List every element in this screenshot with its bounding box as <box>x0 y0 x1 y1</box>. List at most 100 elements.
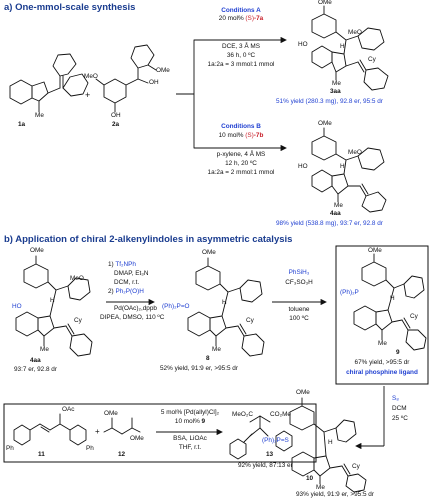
cat-a-stereo: (S) <box>245 15 254 22</box>
plus-sign-b: + <box>95 427 100 436</box>
3aa-cy: Cy <box>368 56 376 63</box>
step2-l4: 100 ºC <box>289 315 309 322</box>
8-phosphine-oxide: (Ph)₂P=O <box>162 303 190 310</box>
conditions-b-line2: p-xylene, 4 Å MS <box>216 151 266 158</box>
structure-11 <box>13 413 87 446</box>
10-cy: Cy <box>352 463 360 470</box>
allylic-box <box>3 403 317 463</box>
9-phosphine: (Ph)₂P <box>340 289 359 296</box>
3aa-meo: MeO <box>348 29 362 36</box>
step1-num2: 2) <box>108 288 116 295</box>
structure-2a <box>95 44 157 113</box>
structure-12 <box>103 417 141 435</box>
step3-l3: 25 ºC <box>392 415 408 422</box>
9-label: 9 <box>396 349 400 356</box>
step3-l1: S₈ <box>392 395 399 402</box>
structure-1a <box>9 53 89 113</box>
ligand-box <box>335 245 429 385</box>
step3-l2: DCM <box>392 405 407 412</box>
start-meo: MeO <box>70 275 84 282</box>
10-h: H <box>328 439 333 446</box>
section-b-title: b) Application of chiral 2-alkenylindole… <box>4 234 293 245</box>
conditions-b-line3: 12 h, 20 ºC <box>225 160 257 167</box>
8-ome: OMe <box>202 249 216 256</box>
start-cy: Cy <box>74 317 82 324</box>
11-oac: OAc <box>62 406 75 413</box>
conditions-a-line2: DCE, 3 Å MS <box>222 43 260 50</box>
start-label: 4aa <box>30 357 41 364</box>
8-result: 52% yield, 91:9 er, >95:5 dr <box>160 365 238 372</box>
conditions-a-title: Conditions A <box>221 7 261 14</box>
9-cy: Cy <box>410 313 418 320</box>
allylic-cond-l1: 5 mol% [Pd(allyl)Cl]₂ <box>160 409 220 416</box>
step1-l6: DIPEA, DMSO, 110 ºC <box>100 314 165 321</box>
3aa-h: H <box>340 43 345 50</box>
conditions-a-line4: 1a:2a = 3 mmol:1 mmol <box>207 61 275 68</box>
start-result: 93:7 er, 92.8 dr <box>14 366 57 373</box>
conditions-a-line3: 36 h, 0 ºC <box>226 52 256 59</box>
cat-b-id: -7b <box>253 132 264 139</box>
13-result: 92% yield, 87:13 er <box>238 462 293 469</box>
2a-ome: OMe <box>156 67 170 74</box>
step1-reagent1: Tf₂NPh <box>115 261 136 268</box>
start-me: Me <box>40 346 49 353</box>
3aa-result: 51% yield (280.3 mg), 92.8 er, 95:5 dr <box>276 98 383 105</box>
step1-reagent2: Ph₂P(O)H <box>115 288 144 295</box>
4aa-result: 98% yield (538.8 mg), 93:7 er, 92.8 dr <box>276 220 383 227</box>
cat-a-loading: 20 mol% <box>218 15 246 22</box>
10-me: Me <box>316 484 325 491</box>
8-cy: Cy <box>246 317 254 324</box>
start-ome: OMe <box>30 247 44 254</box>
cat-b-loading: 10 mol% <box>218 132 246 139</box>
structure-10 <box>289 397 367 493</box>
4aa-me: Me <box>334 202 343 209</box>
1a-n-methyl: Me <box>35 112 44 119</box>
step1-l2: DMAP, Et₃N <box>114 270 149 277</box>
allylic-ligand-id: 9 <box>201 418 206 425</box>
4aa-label: 4aa <box>330 210 341 217</box>
8-h: H <box>222 299 227 306</box>
2a-label: 2a <box>112 121 120 128</box>
step1-l1: 1) Tf₂NPh <box>108 261 136 268</box>
10-ome: OMe <box>296 389 310 396</box>
step2-l3: toluene <box>288 306 310 313</box>
structure-9 <box>353 253 427 351</box>
2a-meo: MeO <box>84 73 98 80</box>
3aa-ome: OMe <box>318 0 332 6</box>
11-ph-left: Ph <box>6 445 14 452</box>
3aa-label: 3aa <box>330 88 341 95</box>
conditions-a-catalyst: 20 mol% (S)-7a <box>196 15 286 22</box>
conditions-b-catalyst: 10 mol% (S)-7b <box>196 132 286 139</box>
allylic-cond-l4: THF, r.t. <box>178 444 202 451</box>
allylic-cond-l2: 10 mol% 9 <box>152 418 228 425</box>
1a-label: 1a <box>18 121 26 128</box>
13-meo2c: MeO₂C <box>232 411 253 418</box>
start-ho: HO <box>12 303 22 310</box>
2a-oh-phenol: OH <box>111 112 121 119</box>
structure-4aa-start <box>15 255 93 357</box>
12-label: 12 <box>118 451 126 458</box>
3aa-me: Me <box>332 80 341 87</box>
4aa-ho: HO <box>298 163 308 170</box>
8-label: 8 <box>206 355 210 362</box>
step1-l4: 2) Ph₂P(O)H <box>108 288 144 295</box>
9-caption: chiral phosphine ligand <box>346 369 418 376</box>
13-label: 13 <box>266 451 274 458</box>
step1-l5: Pd(OAc)₂,dppb <box>114 305 157 312</box>
step2-l1: PhSiH₃ <box>288 269 310 276</box>
4aa-ome: OMe <box>318 120 332 127</box>
structure-4aa <box>311 127 387 213</box>
start-h: H <box>50 297 55 304</box>
9-result: 67% yield, >95:5 dr <box>354 359 410 366</box>
2a-oh-carbinol: OH <box>149 79 159 86</box>
cat-a-id: -7a <box>253 15 264 22</box>
cat-b-stereo: (S) <box>245 132 254 139</box>
9-h: H <box>390 295 395 302</box>
allylic-loading: 10 mol% <box>174 418 202 425</box>
3aa-ho: HO <box>298 41 308 48</box>
11-ph-right: Ph <box>86 445 94 452</box>
4aa-h: H <box>340 163 345 170</box>
structure-3aa <box>311 5 389 91</box>
13-co2me: CO₂Me <box>270 411 291 418</box>
